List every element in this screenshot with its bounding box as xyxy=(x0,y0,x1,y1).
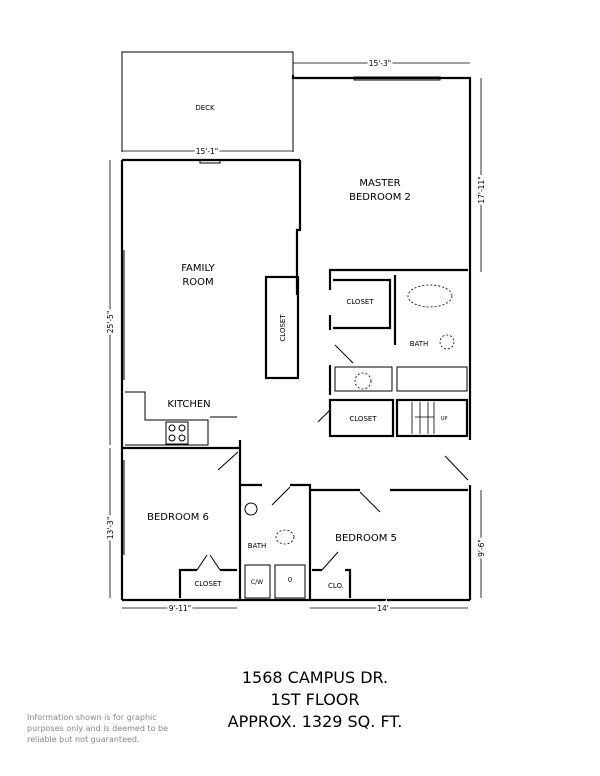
label-bedroom5: BEDROOM 5 xyxy=(335,533,397,544)
dim-bedroom5-width: 14' xyxy=(377,604,389,613)
window xyxy=(199,159,221,164)
disclaimer: Information shown is for graphic purpose… xyxy=(27,713,169,744)
title-address: 1568 CAMPUS DR. xyxy=(241,668,389,687)
label-closet-master: CLOSET xyxy=(346,298,374,306)
label-n: 0 xyxy=(288,576,292,584)
label-master-2: BEDROOM 2 xyxy=(349,192,411,203)
label-bedroom6: BEDROOM 6 xyxy=(147,512,209,523)
deck-outline xyxy=(121,51,294,152)
title-floor: 1ST FLOOR xyxy=(270,690,360,709)
dim-bedroom6-depth: 13'-3" xyxy=(106,517,115,540)
label-family-1: FAMILY xyxy=(181,263,215,274)
toilet xyxy=(244,502,258,516)
dim-bedroom5-depth: 9'-6" xyxy=(477,539,486,557)
exterior-walls xyxy=(120,75,472,602)
label-kitchen: KITCHEN xyxy=(167,399,210,410)
label-cw: C/W xyxy=(251,579,263,586)
label-closet-hall: CLOSET xyxy=(349,415,377,423)
doors xyxy=(196,344,469,571)
stairs xyxy=(411,402,435,434)
bathtub xyxy=(407,284,453,308)
stove xyxy=(165,421,189,445)
label-closet-family: CLOSET xyxy=(279,314,287,342)
dim-bedroom6-width: 9'-11" xyxy=(169,604,192,613)
label-deck: DECK xyxy=(195,104,215,112)
label-closet-bedroom6: CLOSET xyxy=(194,580,222,588)
interior-walls xyxy=(122,268,469,600)
label-stairs-up: UP xyxy=(441,416,448,422)
dim-family-depth: 25'-5" xyxy=(106,311,115,334)
title-area: APPROX. 1329 SQ. FT. xyxy=(227,712,403,731)
label-bath-hall: BATH xyxy=(248,542,267,550)
label-master-1: MASTER xyxy=(359,178,400,189)
kitchen-counter xyxy=(125,391,237,446)
dim-master-width: 15'-3" xyxy=(369,59,392,68)
label-bath-master: BATH xyxy=(410,340,429,348)
window xyxy=(353,76,441,81)
sink xyxy=(275,529,295,545)
toilet xyxy=(439,334,455,350)
label-clo: CLO. xyxy=(328,582,344,590)
dimension-lines xyxy=(109,62,482,609)
dim-deck-width: 15'-1" xyxy=(196,147,219,156)
dim-master-depth: 17'-11" xyxy=(477,176,486,203)
label-family-2: ROOM xyxy=(182,277,213,288)
sink xyxy=(354,372,372,390)
